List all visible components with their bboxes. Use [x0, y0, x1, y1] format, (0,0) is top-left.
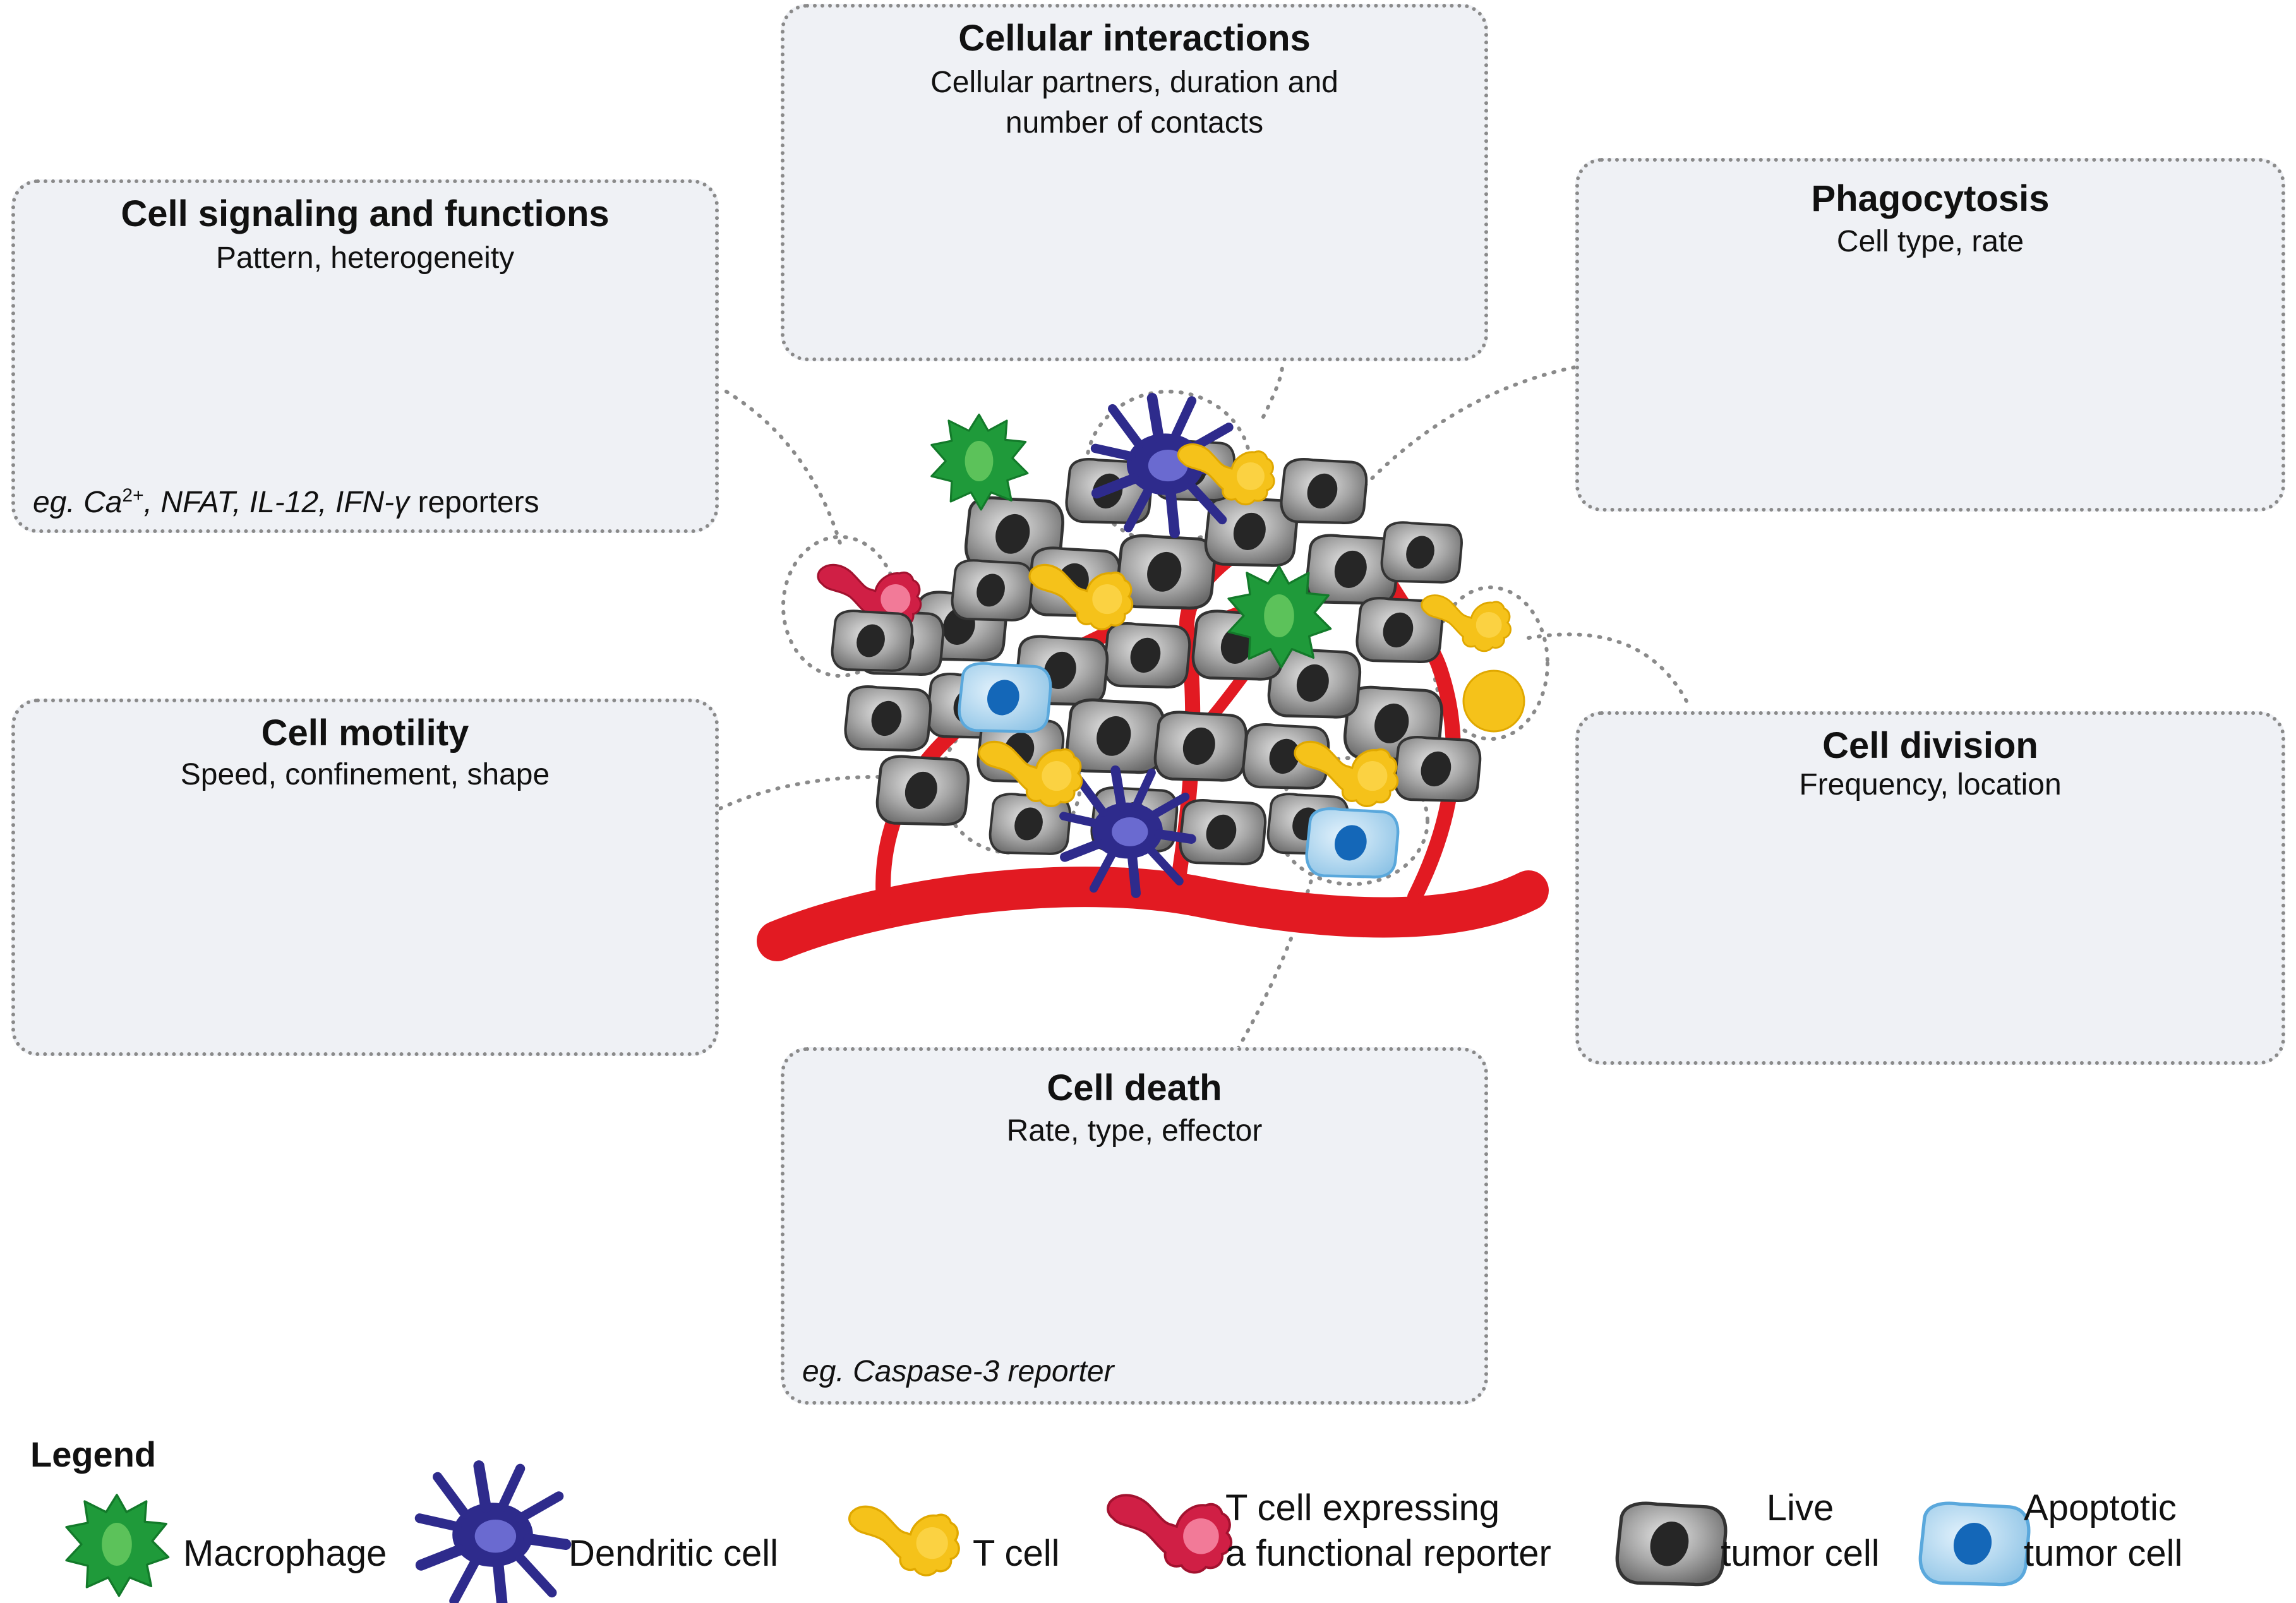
panel-cellular-interactions: Cellular interactions Cellular partners,…: [781, 4, 1488, 361]
panel-subtitle-line1: Cellular partners, duration and: [930, 66, 1338, 99]
panel-cell-division: Cell division Frequency, location: [1575, 711, 2285, 1065]
panel-cell-signaling: Cell signaling and functions Pattern, he…: [11, 179, 719, 533]
note-prefix: eg. Ca: [33, 486, 123, 519]
connector-division: [1527, 632, 1688, 703]
legend-title: Legend: [30, 1434, 157, 1474]
note-suffix: reporters: [409, 486, 539, 519]
panel-subtitle: Frequency, location: [1799, 768, 2062, 802]
panel-title: Cell death: [1047, 1067, 1222, 1108]
panel-title: Cellular interactions: [958, 18, 1311, 59]
legend-label-apoptotic-line1: Apoptotic: [2024, 1487, 2177, 1528]
legend-label-macrophage: Macrophage: [183, 1533, 387, 1574]
connector-death: [1236, 870, 1316, 1050]
apoptotic-cell-on-tumor-2: [1307, 808, 1398, 877]
apoptotic-cell-on-tumor-1: [959, 663, 1050, 731]
panel-cell-motility: Cell motility Speed, confinement, shape: [11, 699, 719, 1056]
panel-subtitle: Pattern, heterogeneity: [215, 241, 515, 275]
note-italic: , NFAT, IL-12, IFN-γ: [143, 486, 410, 519]
legend-label-live-line1: Live: [1766, 1487, 1834, 1528]
legend-label-apoptotic-line2: tumor cell: [2024, 1533, 2183, 1574]
legend-label-reporter-line1: T cell expressing: [1225, 1487, 1500, 1528]
connector-motility: [718, 775, 880, 810]
legend-dendritic-cell-icon: [419, 1466, 565, 1603]
legend-t-cell-icon: [848, 1505, 961, 1576]
legend-label-live-line2: tumor cell: [1721, 1533, 1880, 1574]
panel-subtitle-line2: number of contacts: [1005, 106, 1264, 140]
legend-label-reporter-line2: a functional reporter: [1225, 1533, 1551, 1574]
panel-subtitle: Cell type, rate: [1836, 225, 2024, 258]
macrophage-on-tumor-1: [930, 413, 1029, 511]
connector-interactions: [1261, 364, 1284, 419]
panel-subtitle: Speed, confinement, shape: [180, 758, 550, 791]
panel-title: Cell signaling and functions: [121, 193, 610, 234]
legend-macrophage-icon: [65, 1494, 170, 1597]
focus-circle-division: [1432, 585, 1549, 741]
focus-circle-death: [1274, 756, 1429, 886]
panel-phagocytosis: Phagocytosis Cell type, rate: [1575, 158, 2285, 512]
legend-reporter-t-cell-icon: [1108, 1495, 1231, 1572]
panel-title: Phagocytosis: [1811, 178, 2050, 219]
legend-apoptotic-tumor-cell-icon: [1920, 1503, 2029, 1584]
panel-title: Cell division: [1822, 725, 2038, 766]
panel-subtitle: Rate, type, effector: [1006, 1114, 1263, 1148]
panel-title: Cell motility: [261, 712, 469, 753]
legend-label-dendritic-cell: Dendritic cell: [568, 1533, 778, 1574]
panel-note: eg. Caspase-3 reporter: [802, 1355, 1114, 1388]
panel-note: eg. Ca2+, NFAT, IL-12, IFN-γ reporters: [33, 485, 539, 520]
connector-signaling: [724, 390, 842, 545]
panel-cell-death: Cell death Rate, type, effector eg. Casp…: [781, 1047, 1488, 1405]
connector-phagocytosis: [1356, 364, 1581, 495]
central-tumor: [757, 398, 1549, 961]
note-superscript: 2+: [122, 485, 144, 506]
legend-label-t-cell: T cell: [973, 1533, 1060, 1574]
